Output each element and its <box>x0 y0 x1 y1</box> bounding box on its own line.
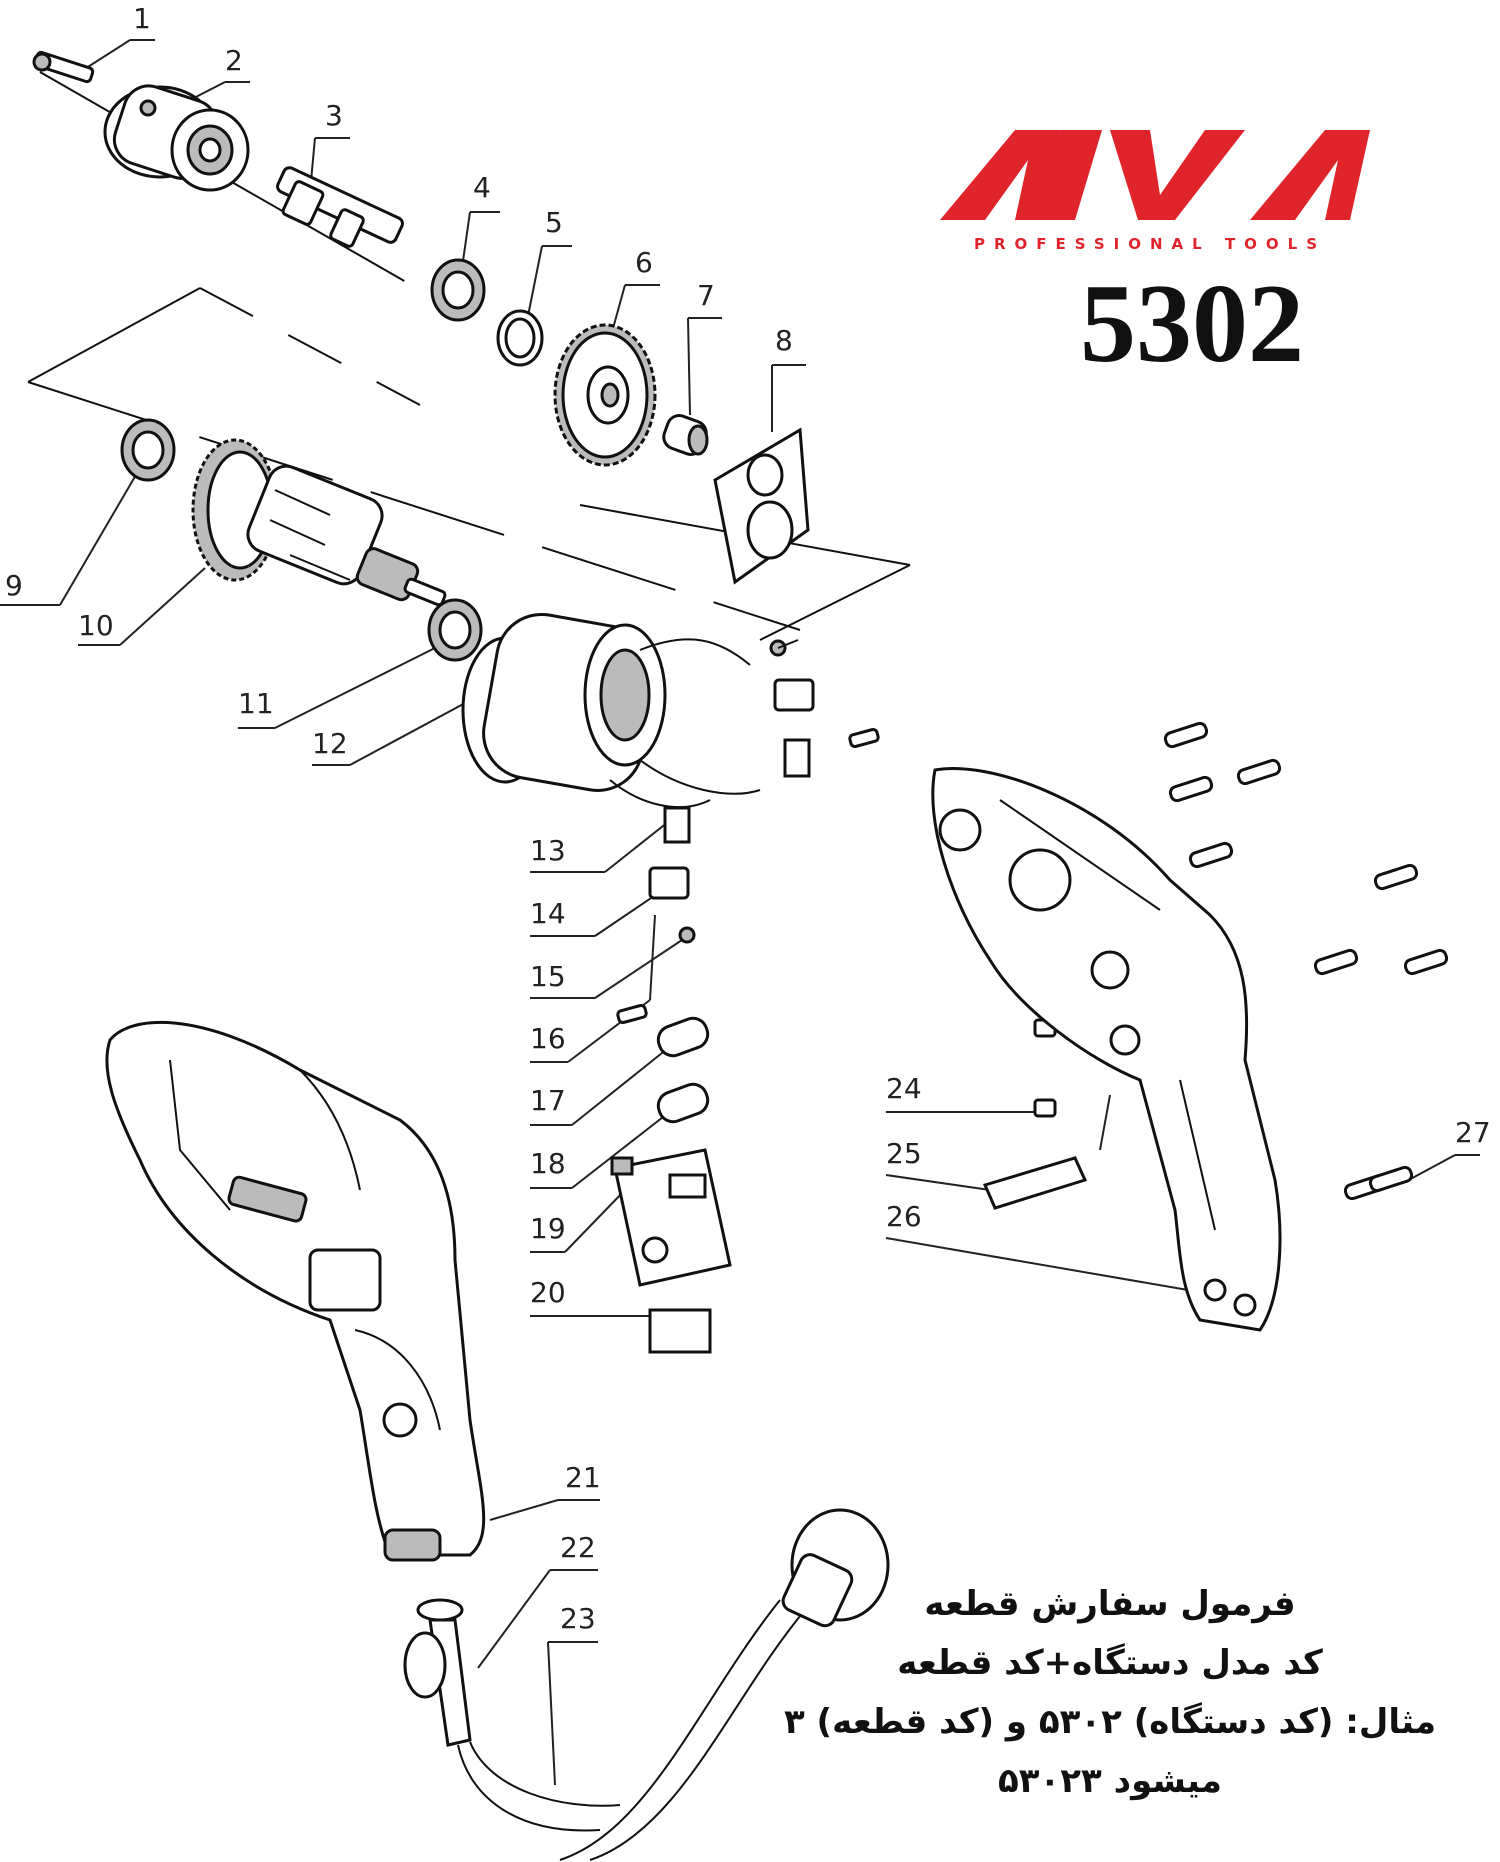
part-label-24: 24 <box>886 1072 922 1105</box>
model-number: 5302 <box>1080 262 1304 386</box>
part-25-label-plate <box>982 1156 1088 1210</box>
part-callout-7: 7 <box>687 279 722 416</box>
part-callout-14: 14 <box>530 891 661 937</box>
part-label-14: 14 <box>530 897 566 930</box>
part-callout-19: 19 <box>530 1189 626 1253</box>
part-27-screws <box>1343 1165 1414 1201</box>
part-callout-1: 1 <box>79 2 155 73</box>
part-label-16: 16 <box>530 1022 566 1055</box>
part-callout-3: 3 <box>309 99 350 193</box>
part-label-23: 23 <box>560 1602 596 1635</box>
part-4-bearing <box>430 258 486 322</box>
part-callout-25: 25 <box>885 1094 1111 1191</box>
part-8-plate <box>713 427 810 585</box>
part-24-nut <box>1033 1018 1057 1118</box>
part-label-8: 8 <box>775 324 793 357</box>
part-14-brush-holder <box>648 866 690 900</box>
part-label-17: 17 <box>530 1084 566 1117</box>
part-label-3: 3 <box>325 99 343 132</box>
part-22-cord-guard <box>403 1598 472 1747</box>
part-callout-6: 6 <box>611 246 660 333</box>
part-label-1: 1 <box>133 2 151 35</box>
formula-title: فرمول سفارش قطعه <box>924 1584 1296 1624</box>
part-callout-4: 4 <box>461 171 500 269</box>
part-callout-9: 9 <box>0 467 141 606</box>
part-label-9: 9 <box>5 569 23 602</box>
part-label-22: 22 <box>560 1531 596 1564</box>
part-callout-8: 8 <box>771 324 806 432</box>
part-label-15: 15 <box>530 960 566 993</box>
part-label-4: 4 <box>473 171 491 204</box>
part-label-25: 25 <box>886 1137 922 1170</box>
part-19-switch <box>610 1148 732 1287</box>
part-callout-26: 26 <box>885 1200 1189 1291</box>
part-callout-15: 15 <box>530 937 686 999</box>
formula-rule: کد مدل دستگاه+کد قطعه <box>897 1643 1323 1683</box>
part-callout-12: 12 <box>312 694 481 766</box>
part-callout-23: 23 <box>547 1602 598 1786</box>
part-10-armature <box>191 438 447 607</box>
part-callout-5: 5 <box>527 206 572 317</box>
part-label-2: 2 <box>225 44 243 77</box>
part-label-18: 18 <box>530 1147 566 1180</box>
part-callout-24: 24 <box>886 1072 1038 1113</box>
part-callout-2: 2 <box>189 44 250 101</box>
part-16-screw <box>616 1003 648 1025</box>
part-label-10: 10 <box>78 609 114 642</box>
part-callout-13: 13 <box>530 821 669 873</box>
part-11-bearing <box>427 598 483 662</box>
formula-example: مثال: (کد دستگاه) ۵۳۰۲ و (کد قطعه) ۳ <box>783 1702 1437 1742</box>
part-26-housing-half <box>931 767 1282 1332</box>
part-23-power-cord <box>457 1508 890 1861</box>
part-18-sleeve <box>656 1082 710 1124</box>
part-label-6: 6 <box>635 246 653 279</box>
part-label-7: 7 <box>697 279 715 312</box>
part-label-27: 27 <box>1455 1116 1491 1149</box>
part-3-spindle <box>276 166 404 248</box>
part-label-12: 12 <box>312 727 348 760</box>
part-15-spring <box>678 926 696 944</box>
part-9-bearing <box>120 418 176 482</box>
brand-logo <box>940 130 1370 220</box>
part-callout-18: 18 <box>530 1109 673 1189</box>
part-7-sleeve <box>662 414 709 456</box>
part-label-26: 26 <box>886 1200 922 1233</box>
part-17-sleeve <box>656 1016 710 1058</box>
part-2-chuck <box>103 84 250 192</box>
part-callout-21: 21 <box>489 1461 601 1521</box>
brush-holder-upper <box>769 639 880 778</box>
part-label-20: 20 <box>530 1276 566 1309</box>
formula-result: میشود ۵۳۰۲۳ <box>998 1761 1222 1801</box>
part-callout-20: 20 <box>530 1276 665 1317</box>
part-callout-17: 17 <box>530 1044 673 1126</box>
part-6-gear <box>553 323 657 467</box>
order-formula: فرمول سفارش قطعه کد مدل دستگاه+کد قطعه م… <box>740 1575 1480 1811</box>
part-callout-27: 27 <box>1404 1116 1491 1183</box>
part-callout-22: 22 <box>477 1531 598 1669</box>
part-12-stator <box>461 612 761 808</box>
part-label-21: 21 <box>565 1461 601 1494</box>
part-5-circlip <box>496 309 544 367</box>
part-20-block <box>648 1308 712 1354</box>
part-1-pin <box>32 50 95 84</box>
part-label-11: 11 <box>238 687 274 720</box>
part-label-5: 5 <box>545 206 563 239</box>
part-label-13: 13 <box>530 834 566 867</box>
part-13-brush <box>663 806 691 844</box>
part-callout-11: 11 <box>238 647 436 729</box>
part-21-drill-body <box>105 1020 486 1562</box>
part-label-19: 19 <box>530 1212 566 1245</box>
part-callout-10: 10 <box>78 567 206 646</box>
brand-tagline: PROFESSIONAL TOOLS <box>973 235 1327 253</box>
housing-screws <box>1163 721 1449 976</box>
